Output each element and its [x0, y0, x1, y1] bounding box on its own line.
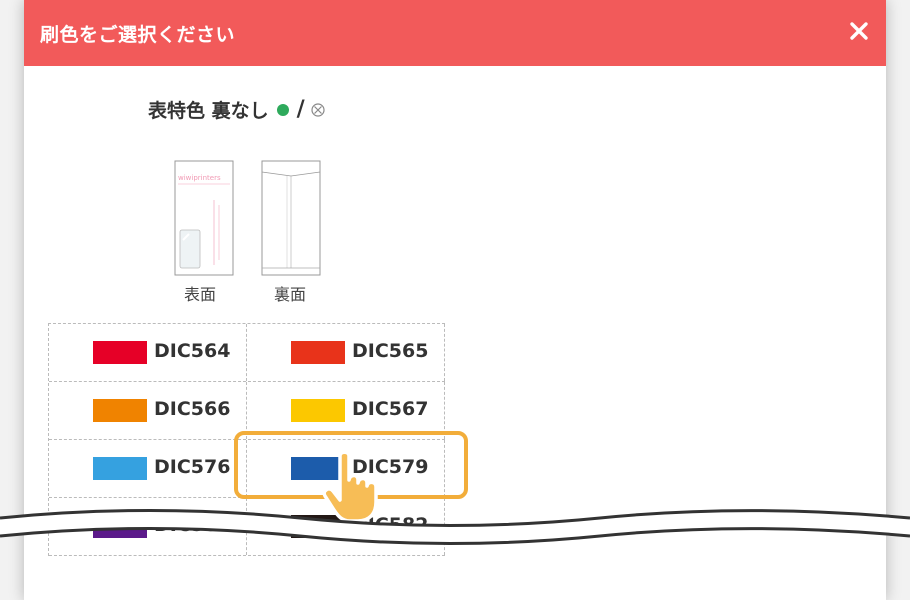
color-swatch [93, 341, 147, 364]
dialog-header: 刷色をご選択ください [24, 0, 886, 66]
color-swatch [291, 457, 345, 480]
color-swatch [291, 341, 345, 364]
color-select-dialog: 刷色をご選択ください 表特色 裏なし / wiwiprinters 表面 裏 [24, 0, 886, 600]
front-caption: 表面 [184, 285, 217, 304]
envelope-brand-text: wiwiprinters [178, 174, 221, 182]
close-button[interactable] [848, 20, 870, 42]
color-swatch [93, 457, 147, 480]
available-dot-icon [276, 103, 289, 116]
color-code-label: DIC566 [154, 398, 231, 420]
color-code-label: DIC564 [154, 340, 231, 362]
color-swatch [291, 399, 345, 422]
envelope-front-image: wiwiprinters [174, 160, 234, 276]
color-option-dic566[interactable]: DIC566 [49, 382, 247, 439]
envelope-back-image [261, 160, 321, 276]
print-color-heading: 表特色 裏なし / [148, 96, 325, 123]
close-icon [850, 22, 868, 40]
pointer-hand-icon [322, 450, 378, 523]
color-row: DIC564 DIC565 [49, 324, 445, 382]
color-row: DIC576 DIC579 [49, 440, 445, 498]
color-option-dic576[interactable]: DIC576 [49, 440, 247, 497]
color-option-dic579[interactable]: DIC579 [247, 440, 445, 497]
color-option-dic565[interactable]: DIC565 [247, 324, 445, 381]
color-code-label: DIC576 [154, 456, 231, 478]
color-option-dic564[interactable]: DIC564 [49, 324, 247, 381]
back-caption: 裏面 [274, 285, 307, 304]
color-code-label: DIC567 [352, 398, 429, 420]
print-color-label: 表特色 裏なし [148, 100, 269, 122]
dialog-title: 刷色をご選択ください [40, 24, 236, 46]
color-option-dic567[interactable]: DIC567 [247, 382, 445, 439]
separator-slash: / [296, 97, 305, 122]
no-print-icon [311, 102, 325, 117]
torn-edge-divider [0, 509, 910, 545]
color-code-label: DIC579 [352, 456, 429, 478]
color-code-label: DIC565 [352, 340, 429, 362]
color-swatch [93, 399, 147, 422]
color-row: DIC566 DIC567 [49, 382, 445, 440]
